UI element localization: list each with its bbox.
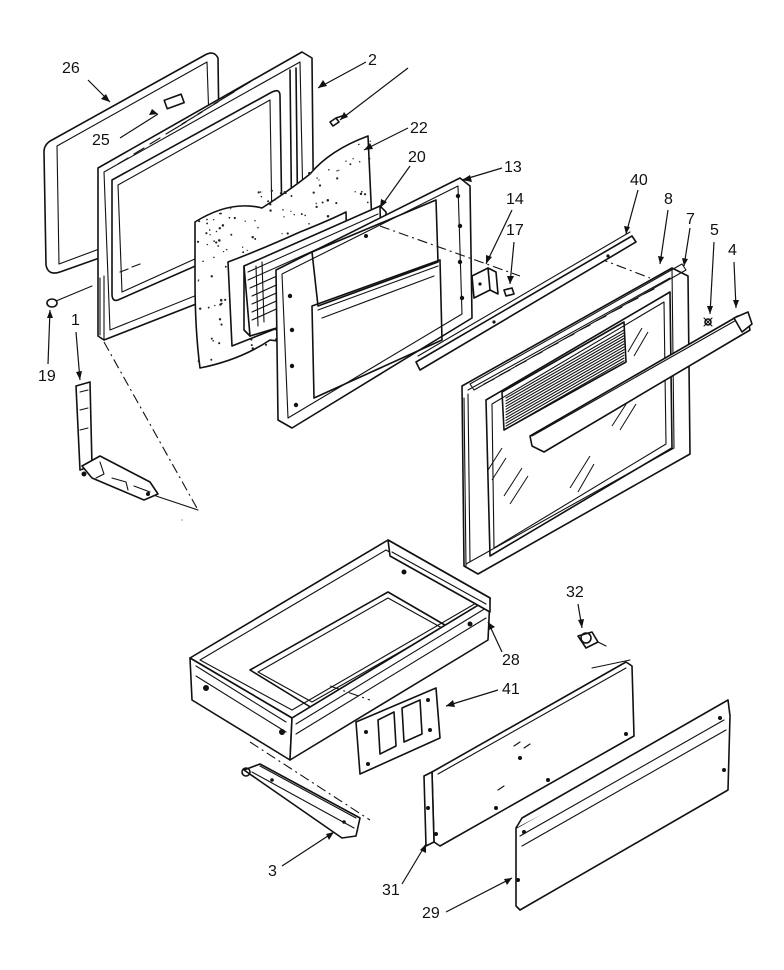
callout-1: 1 (71, 312, 80, 329)
leader-arrowheads (47, 80, 739, 885)
callout-40: 40 (630, 172, 648, 189)
drawer-slide-part (241, 763, 361, 839)
callout-3: 3 (268, 863, 277, 880)
leader-door-screw (339, 67, 409, 121)
callout-14: 14 (506, 191, 524, 208)
drawer-body-part (189, 539, 491, 761)
leader-2 (317, 61, 367, 89)
screw-19-part (46, 285, 93, 308)
callout-7: 7 (686, 211, 695, 228)
hinge-arrow-line (155, 495, 199, 511)
callout-32: 32 (566, 584, 584, 601)
callout-31: 31 (382, 882, 400, 899)
drawer-front-panel-part (515, 699, 731, 911)
drawer-bracket-part (355, 687, 441, 775)
callout-19: 19 (38, 368, 56, 385)
callout-41: 41 (502, 681, 520, 698)
callout-25: 25 (92, 132, 110, 149)
door-hinge-part (75, 381, 159, 501)
vent-trim-part (415, 231, 637, 371)
leader-41 (445, 689, 499, 707)
leader-8 (659, 209, 669, 265)
callout-29: 29 (422, 905, 440, 922)
handle-screw-part (703, 317, 713, 327)
inner-door-panel-part (275, 177, 473, 429)
leader-3 (281, 831, 335, 867)
callout-20: 20 (408, 149, 426, 166)
assembly-line-drawer (249, 685, 371, 821)
leader-14 (485, 209, 513, 265)
leader-25 (119, 113, 159, 139)
leader-19 (47, 309, 51, 365)
callout-28: 28 (502, 652, 520, 669)
assembly-line-top (379, 225, 651, 279)
leader-5 (709, 241, 715, 315)
hinge-alignment-line (103, 341, 199, 511)
callout-labels: 26 2 25 22 20 13 14 17 40 8 7 5 4 1 19 3… (38, 52, 737, 922)
door-screw-part (329, 115, 343, 127)
callout-2: 2 (368, 52, 377, 69)
latch-plate-part (163, 93, 185, 110)
leader-29 (445, 877, 513, 913)
door-handle-part (529, 311, 753, 453)
callout-8: 8 (664, 191, 673, 208)
drawer-inner-panel-part (423, 659, 635, 847)
screw-17-part (503, 287, 515, 297)
callout-17: 17 (506, 222, 524, 239)
callout-22: 22 (410, 120, 428, 137)
bumper-part (577, 631, 607, 649)
callout-26: 26 (62, 60, 80, 77)
callout-5: 5 (710, 222, 719, 239)
callout-4: 4 (728, 242, 737, 259)
callout-13: 13 (504, 159, 522, 176)
hinge-bracket-part (471, 267, 499, 299)
